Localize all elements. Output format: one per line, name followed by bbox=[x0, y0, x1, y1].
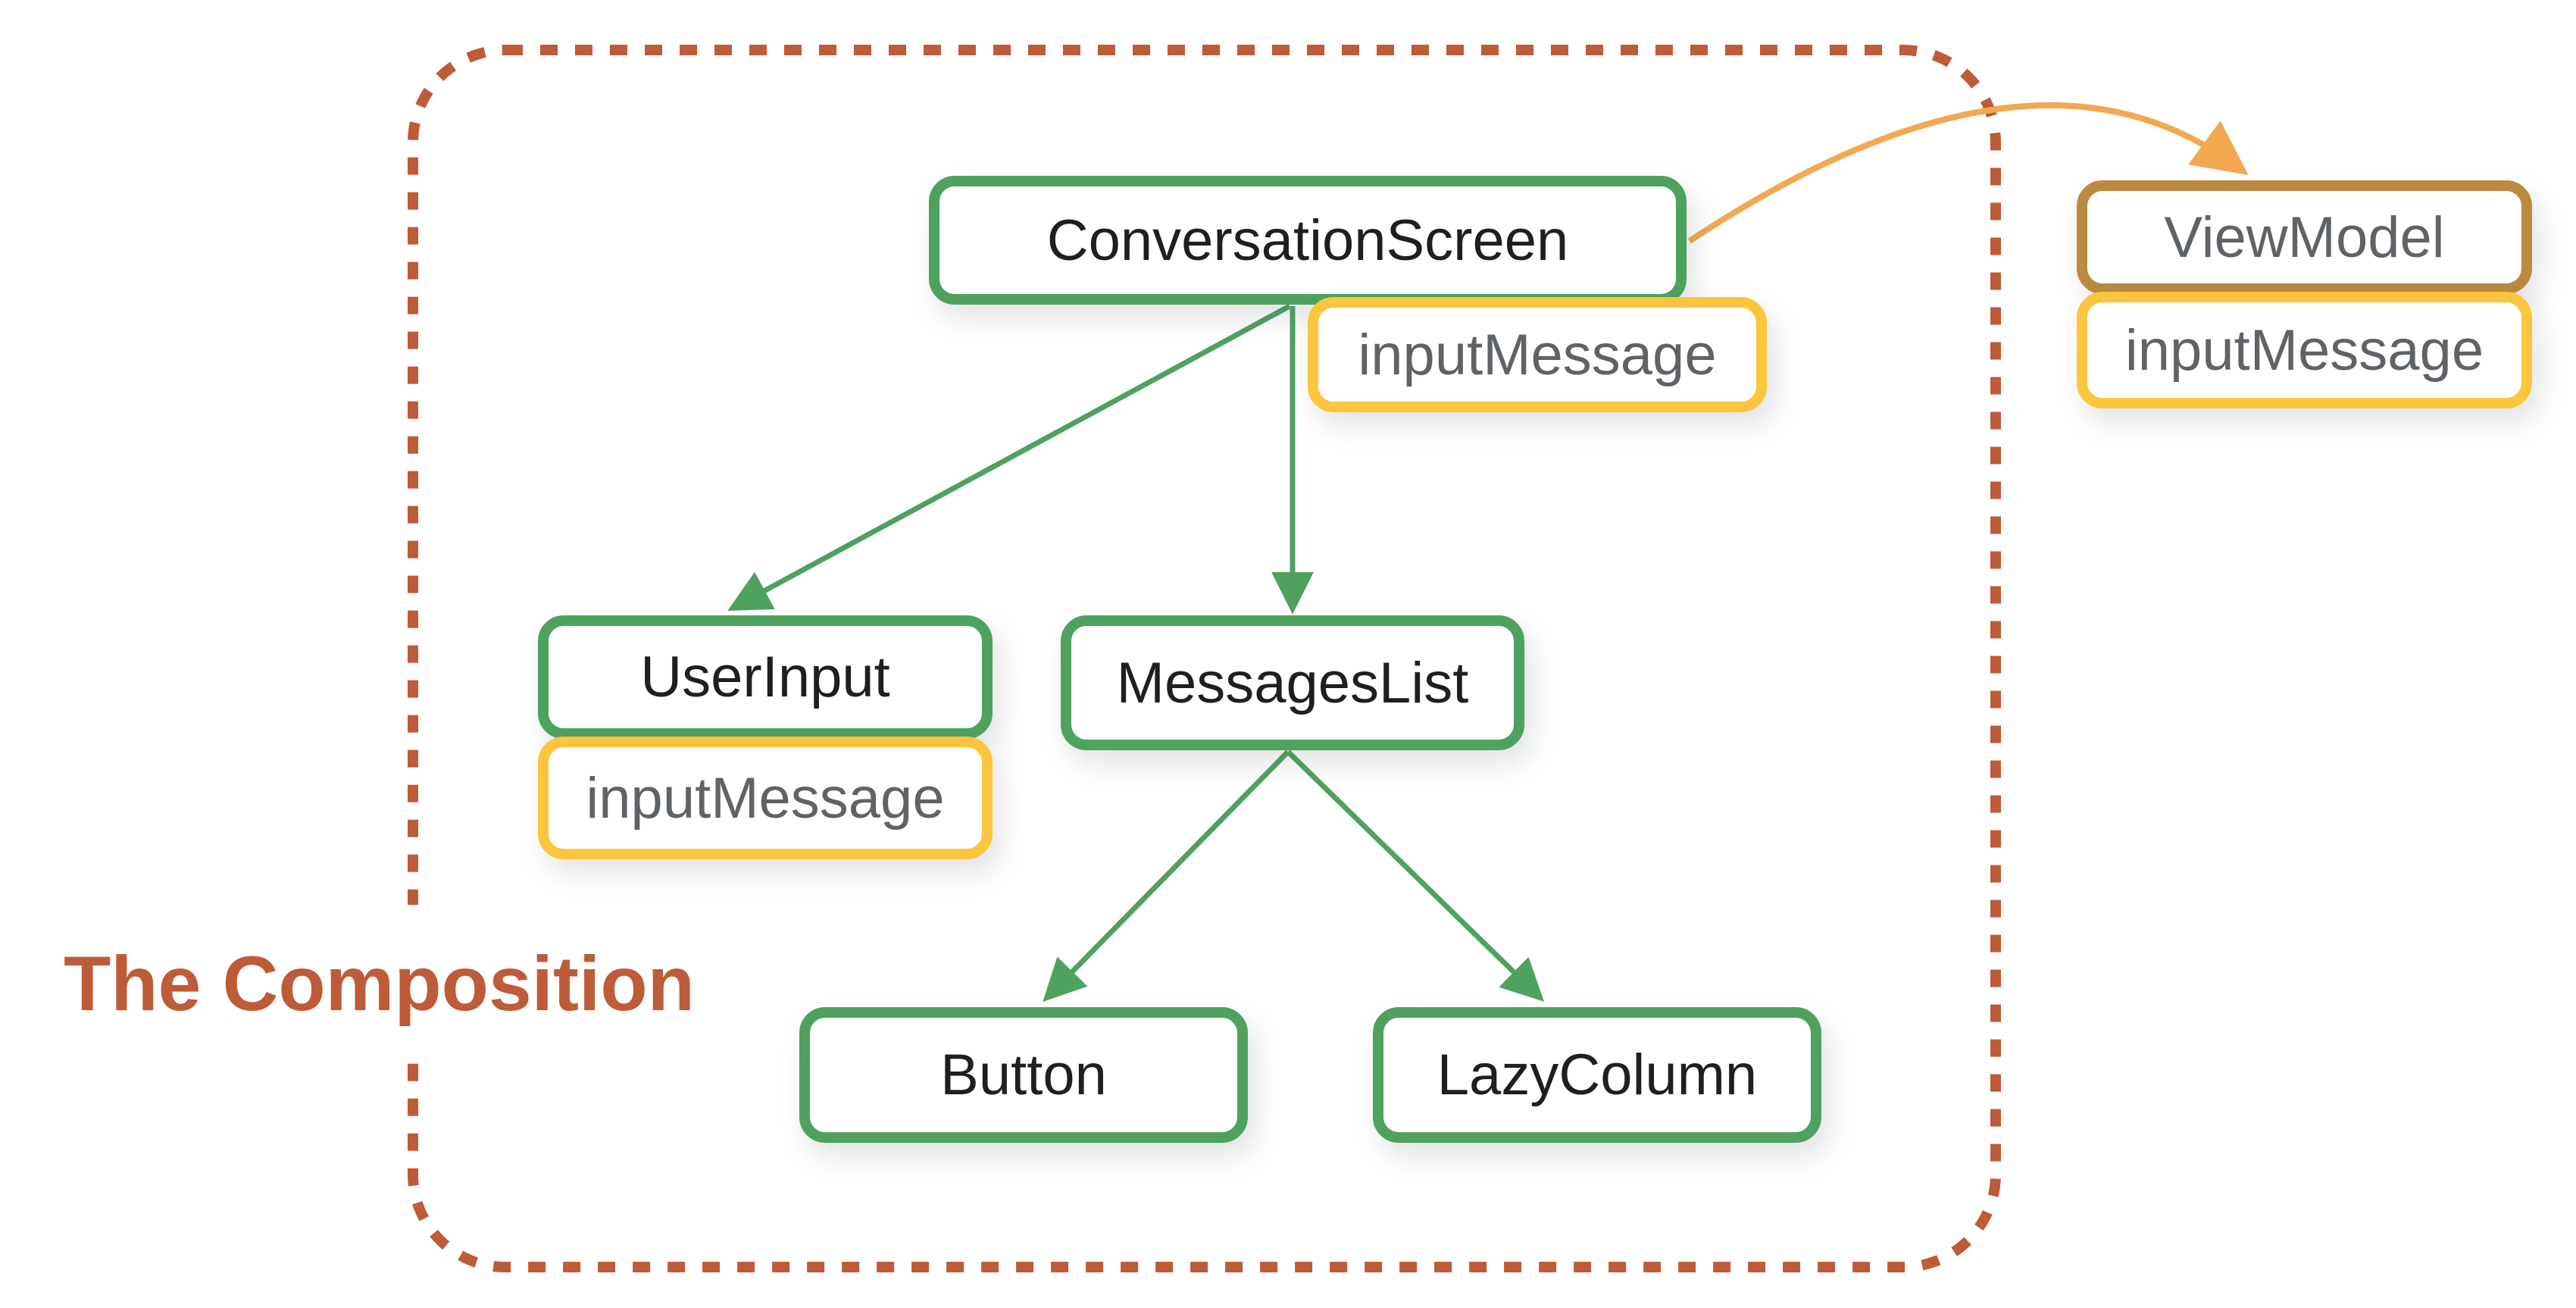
node-lazy-column-label: LazyColumn bbox=[1436, 1043, 1758, 1107]
node-lazy-column: LazyColumn bbox=[1373, 1007, 1821, 1143]
edge-messageslist-to-button bbox=[1043, 749, 1290, 1002]
node-conversation-screen-label: ConversationScreen bbox=[1046, 208, 1569, 273]
composition-boundary-dashed-border bbox=[408, 45, 2001, 1272]
diagram-caption-label: The Composition bbox=[64, 940, 695, 1027]
state-badge-view-model-label: inputMessage bbox=[2124, 318, 2484, 383]
node-messages-list-label: MessagesList bbox=[1116, 650, 1469, 715]
state-badge-user-input-label: inputMessage bbox=[586, 765, 945, 831]
edge-conversationscreen-to-viewmodel bbox=[1687, 102, 2249, 244]
node-user-input: UserInput bbox=[538, 615, 993, 739]
node-conversation-screen: ConversationScreen bbox=[929, 176, 1687, 305]
node-view-model: ViewModel bbox=[2077, 180, 2532, 294]
node-button: Button bbox=[799, 1007, 1248, 1143]
node-view-model-label: ViewModel bbox=[2164, 205, 2445, 270]
state-badge-conversation-screen: inputMessage bbox=[1308, 297, 1767, 412]
state-badge-view-model: inputMessage bbox=[2077, 292, 2532, 408]
edge-messageslist-to-lazycolumn bbox=[1286, 749, 1545, 1002]
state-badge-user-input: inputMessage bbox=[538, 737, 993, 859]
node-button-label: Button bbox=[940, 1043, 1107, 1107]
node-messages-list: MessagesList bbox=[1061, 615, 1524, 750]
state-badge-conversation-screen-label: inputMessage bbox=[1358, 322, 1717, 387]
node-user-input-label: UserInput bbox=[640, 645, 890, 709]
edge-conversationscreen-to-userinput bbox=[727, 303, 1291, 612]
diagram-caption: The Composition bbox=[36, 905, 722, 1063]
